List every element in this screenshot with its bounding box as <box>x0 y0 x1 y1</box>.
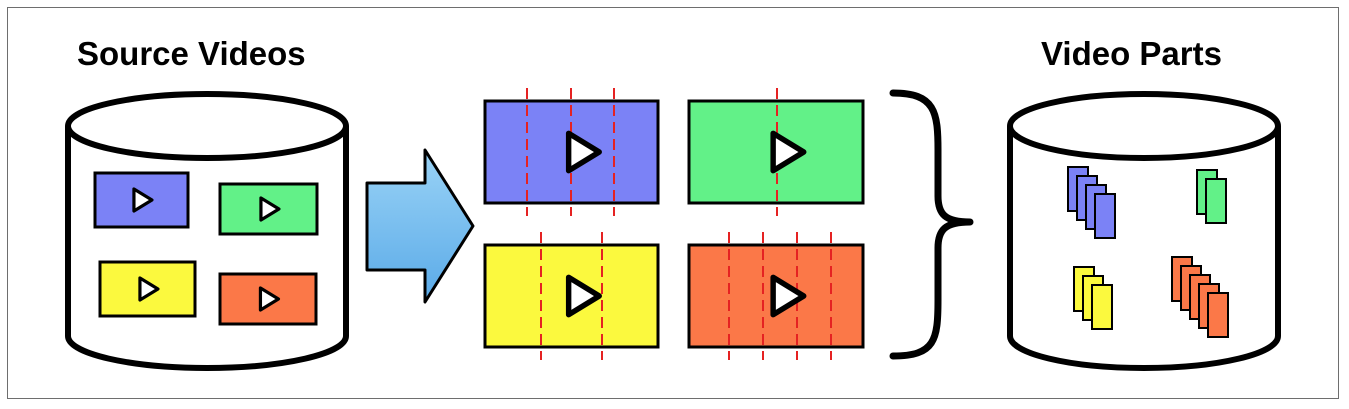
video-part-card <box>1207 292 1229 338</box>
play-icon <box>565 274 602 318</box>
split-video-frame <box>687 88 865 216</box>
video-parts-database-icon <box>1007 91 1281 371</box>
video-part-stack <box>1067 166 1116 239</box>
split-video-frame <box>483 88 660 216</box>
video-part-card <box>1091 284 1113 330</box>
source-video-thumbnail <box>98 260 197 318</box>
video-part-stack <box>1073 266 1113 330</box>
play-icon <box>259 196 281 222</box>
video-part-card <box>1205 178 1227 224</box>
video-part-stack <box>1171 256 1229 338</box>
curly-brace-icon <box>889 89 974 360</box>
right-arrow-icon <box>365 148 475 304</box>
play-icon <box>770 130 807 174</box>
play-icon <box>770 274 807 318</box>
play-icon <box>565 130 602 174</box>
split-video-frame <box>483 232 660 360</box>
video-part-stack <box>1196 169 1227 224</box>
play-icon <box>132 187 154 213</box>
source-videos-title: Source Videos <box>77 35 306 72</box>
play-icon <box>138 276 160 302</box>
split-video-frame <box>687 232 865 360</box>
source-video-thumbnail <box>93 171 190 229</box>
source-video-thumbnail <box>218 272 318 326</box>
play-icon <box>258 286 281 312</box>
video-part-card <box>1094 193 1116 239</box>
video-frame <box>687 243 865 349</box>
source-video-thumbnail <box>218 182 319 236</box>
video-parts-title: Video Parts <box>1041 35 1222 72</box>
